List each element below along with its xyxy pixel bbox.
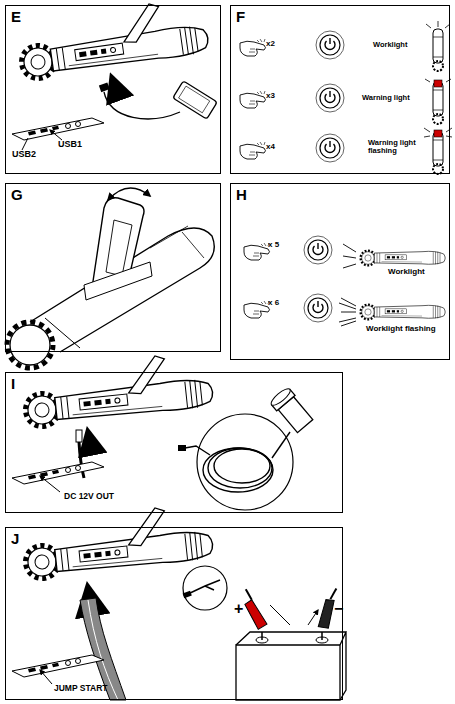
callout-label: Worklight <box>373 41 407 49</box>
panel-box: G <box>5 183 221 352</box>
callout-label: USB2 <box>12 150 36 160</box>
callout-label: x4 <box>266 143 275 152</box>
callout-label: x3 <box>266 92 275 101</box>
callout-label: Worklight flashing <box>366 325 436 334</box>
callout-label: + <box>234 600 243 618</box>
panel-letter: I <box>11 376 15 392</box>
panel-letter: J <box>11 531 19 547</box>
panel-letter: G <box>11 187 23 203</box>
callout-label: − <box>334 600 343 618</box>
panel-box: I <box>5 372 343 513</box>
callout-label: DC 12V OUT <box>64 492 114 501</box>
panel-box: J <box>5 527 343 700</box>
panel-box: E <box>5 5 221 174</box>
panel-letter: F <box>236 9 245 25</box>
callout-label: x2 <box>266 40 275 49</box>
panel-letter: E <box>11 9 21 25</box>
callout-label: Worklight <box>388 268 425 277</box>
panel-box: F <box>230 5 450 174</box>
callout-label: USB1 <box>58 140 82 150</box>
callout-label: Warning light <box>362 94 410 102</box>
callout-label: Warning light flashing <box>368 139 420 156</box>
callout-label: JUMP START <box>54 684 108 693</box>
panel-letter: H <box>236 187 247 203</box>
callout-label: x 6 <box>268 299 279 308</box>
callout-label: x 5 <box>268 241 279 250</box>
